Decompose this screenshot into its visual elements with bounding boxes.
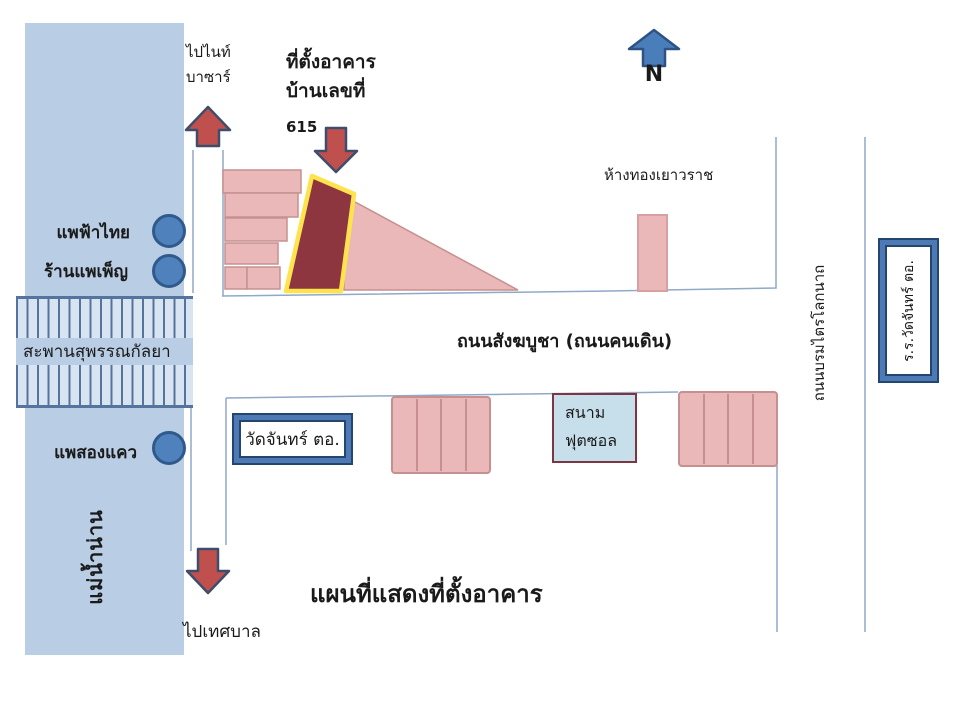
east-road-label: ถนนบรมไตรโลกนาถ	[810, 264, 828, 402]
map-title-house-number: 615	[286, 117, 318, 136]
pier-label-phaephen: ร้านแพเพ็ญ	[44, 262, 128, 282]
market-building-west	[391, 396, 491, 474]
school-label: ร.ร.วัดจันทร์ ตอ.	[900, 259, 917, 362]
bridge: สะพานสุพรรณกัลยา	[16, 296, 193, 408]
pier-dot-phaephen	[152, 254, 186, 288]
temple-box: วัดจันทร์ ตอ.	[232, 413, 353, 465]
north-exit-line1: ไปไนท์	[186, 43, 231, 61]
pier-label-songkhwae: แพสองแคว	[54, 443, 137, 463]
north-letter: N	[644, 62, 664, 87]
shophouse-row	[224, 192, 299, 218]
up-arrow-icon	[184, 105, 232, 148]
shophouse-block	[222, 169, 302, 290]
shophouse-row	[222, 169, 302, 194]
down-arrow-south-icon	[185, 547, 231, 595]
shophouse-row	[224, 242, 279, 265]
down-arrow-target-icon	[313, 126, 359, 174]
temple-label: วัดจันทร์ ตอ.	[245, 429, 340, 450]
bridge-stripes-bottom	[16, 365, 193, 408]
triangle-building	[343, 194, 519, 291]
north-exit-label: ไปไนท์ บาซาร์	[186, 40, 231, 90]
walking-street-north-line	[221, 137, 777, 297]
shophouse-row	[246, 266, 281, 290]
map-title-line1: ที่ตั้งอาคาร	[286, 51, 376, 73]
pier-dot-songkhwae	[152, 431, 186, 465]
school-box: ร.ร.วัดจันทร์ ตอ.	[878, 238, 939, 383]
gold-shop-building	[637, 214, 668, 292]
map-caption: แผนที่แสดงที่ตั้งอาคาร	[310, 580, 543, 608]
bridge-stripes-top	[16, 296, 193, 338]
pier-dot-fahthai	[152, 214, 186, 248]
map-title: ที่ตั้งอาคาร บ้านเลขที่ 615	[286, 48, 376, 141]
futsal-field-box: สนาม ฟุตซอล	[552, 393, 637, 463]
north-exit-line2: บาซาร์	[186, 67, 231, 86]
target-building	[283, 173, 357, 294]
market-building-east	[678, 391, 778, 467]
futsal-label-line1: สนาม	[565, 403, 606, 422]
gold-shop-label: ห้างทองเยาวราช	[604, 166, 714, 184]
futsal-label-line2: ฟุตซอล	[565, 431, 617, 450]
pier-label-fahthai: แพฟ้าไทย	[56, 223, 130, 243]
shophouse-row	[224, 266, 248, 290]
shophouse-row	[224, 217, 288, 242]
walking-street-label: ถนนสังฆบูชา (ถนนคนเดิน)	[457, 331, 673, 352]
south-exit-label: ไปเทศบาล	[183, 622, 261, 642]
map-title-line2: บ้านเลขที่	[286, 80, 366, 103]
roads-layer	[190, 137, 866, 632]
bridge-name-label: สะพานสุพรรณกัลยา	[23, 342, 171, 362]
north-arrow-icon	[627, 28, 681, 68]
